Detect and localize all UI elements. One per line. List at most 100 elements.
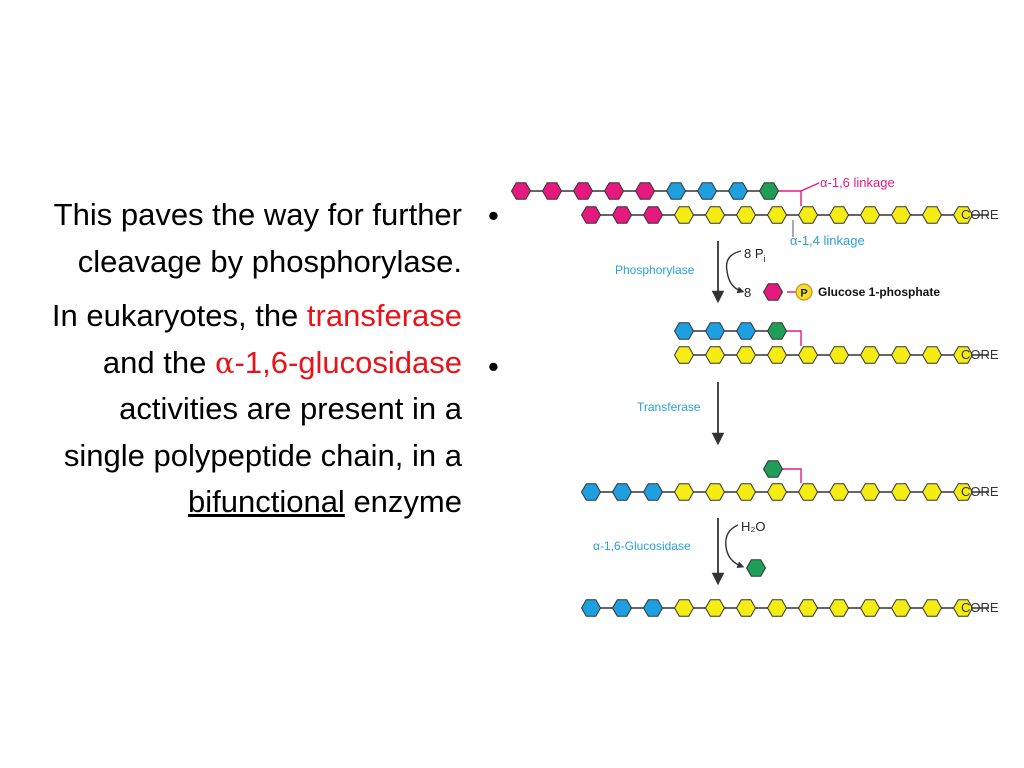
pi-in-label: 8 Pi	[744, 246, 766, 264]
p-symbol: P	[800, 288, 807, 300]
stage4-main-residue-blue	[580, 599, 602, 617]
h2o-label: H₂O	[741, 519, 766, 534]
glycogen-debranching-diagram: α-1,6 linkage α-1,4 linkage Phosphorylas…	[510, 175, 999, 617]
stage2-branch-residue-blue	[673, 322, 695, 340]
stage1-main-residue-yellow	[859, 206, 881, 224]
glucose-1-phosphate-label: Glucose 1-phosphate	[818, 285, 940, 299]
stage2-main-residue-yellow	[704, 346, 726, 364]
stage1-main-residue-magenta	[611, 206, 633, 224]
stage4-main-residue-yellow	[766, 599, 788, 617]
stage1-branch-residue-magenta	[510, 182, 532, 200]
stage3-main-residue-yellow	[952, 483, 974, 501]
branch-linkage-3	[777, 468, 802, 483]
stage4-main-residue-yellow	[890, 599, 912, 617]
stage3-main-residue-yellow	[704, 483, 726, 501]
stage4-main-residue-blue	[611, 599, 633, 617]
stage1-main-residue-yellow	[890, 206, 912, 224]
stage3-main-residue-blue	[611, 483, 633, 501]
stage4-main-residue-yellow	[704, 599, 726, 617]
stage1-main-residue-yellow	[952, 206, 974, 224]
pi-out-label: 8	[744, 285, 751, 300]
stage4-main-residue-yellow	[673, 599, 695, 617]
stage4-main-residue-yellow	[797, 599, 819, 617]
glc1p-residue-magenta	[762, 283, 784, 301]
bifunctional-term: bifunctional	[187, 484, 345, 519]
stage1-branch-residue-magenta	[634, 182, 656, 200]
stage4-main-residue-yellow	[735, 599, 757, 617]
stage2-main-residue-yellow	[673, 346, 695, 364]
stage3-main-residue-yellow	[673, 483, 695, 501]
glucosidase-term: -1,6-glucosidase	[234, 344, 462, 380]
stage2-branch-residue-blue	[735, 322, 757, 340]
stage3-main-residue-yellow	[890, 483, 912, 501]
stage3-main-residue-yellow	[735, 483, 757, 501]
stage3-branch-residue-green	[762, 460, 784, 478]
transferase-term: transferase	[306, 298, 462, 333]
a16-leader	[800, 182, 820, 192]
stage3-main-residue-blue	[580, 483, 602, 501]
stage2-branch-residue-green	[766, 322, 788, 340]
phosphorylase-label: Phosphorylase	[615, 263, 695, 277]
stage1-main-residue-yellow	[921, 206, 943, 224]
main-text: This paves the way for further cleavage …	[40, 192, 462, 526]
stage2-branch-residue-blue	[704, 322, 726, 340]
transferase-label: Transferase	[637, 400, 701, 414]
a14-linkage-label: α-1,4 linkage	[790, 233, 865, 248]
core-label-2: CORE	[961, 347, 999, 362]
stage2-main-residue-yellow	[921, 346, 943, 364]
a16-linkage-label: α-1,6 linkage	[820, 175, 895, 190]
stage3-main-residue-yellow	[766, 483, 788, 501]
stage2-main-residue-yellow	[952, 346, 974, 364]
pi-curve	[725, 250, 745, 294]
stage2-main-residue-yellow	[859, 346, 881, 364]
stage1-main-residue-yellow	[735, 206, 757, 224]
stage1-branch-residue-magenta	[541, 182, 563, 200]
free-glucose-residue-green	[745, 559, 767, 577]
stage1-branch-residue-green	[758, 182, 780, 200]
stage2-main-residue-yellow	[797, 346, 819, 364]
stage1-branch-residue-blue	[665, 182, 687, 200]
stage3-main-residue-yellow	[828, 483, 850, 501]
stage2-main-residue-yellow	[828, 346, 850, 364]
stage1-main-residue-yellow	[673, 206, 695, 224]
core-label-4: CORE	[961, 600, 999, 615]
para2-after: activities are present in a single polyp…	[63, 391, 462, 473]
bullet-2: •	[488, 349, 499, 384]
stage1-branch-residue-magenta	[572, 182, 594, 200]
stage2-main-residue-yellow	[735, 346, 757, 364]
stage4-main-residue-yellow	[921, 599, 943, 617]
stage3-main-residue-yellow	[797, 483, 819, 501]
glucosidase-label: α-1,6-Glucosidase	[593, 539, 691, 553]
stage1-main-residue-magenta	[642, 206, 664, 224]
para2-mid: and the	[102, 344, 215, 380]
stage4-main-residue-yellow	[859, 599, 881, 617]
stage1-main-residue-magenta	[580, 206, 602, 224]
stage3-main-residue-blue	[642, 483, 664, 501]
stage2-main-residue-yellow	[766, 346, 788, 364]
stage4-main-residue-yellow	[828, 599, 850, 617]
paragraph-phosphorylase: This paves the way for further cleavage …	[40, 192, 462, 285]
stage1-main-residue-yellow	[704, 206, 726, 224]
p-circle	[795, 283, 813, 301]
core-label-1: CORE	[961, 207, 999, 222]
stage4-main-residue-blue	[642, 599, 664, 617]
para2-end: enzyme	[344, 484, 462, 519]
stage1-main-residue-yellow	[797, 206, 819, 224]
stage1-branch-residue-blue	[696, 182, 718, 200]
stage4-main-residue-yellow	[952, 599, 974, 617]
stage1-branch-residue-blue	[727, 182, 749, 200]
stage3-main-residue-yellow	[921, 483, 943, 501]
glycogen-chains	[510, 182, 989, 617]
core-label-3: CORE	[961, 484, 999, 499]
stage1-main-residue-yellow	[828, 206, 850, 224]
stage1-main-residue-yellow	[766, 206, 788, 224]
stage3-main-residue-yellow	[859, 483, 881, 501]
stage1-branch-residue-magenta	[603, 182, 625, 200]
h2o-curve	[725, 524, 745, 569]
alpha-symbol: α	[214, 345, 235, 380]
paragraph-bifunctional: In eukaryotes, the transferase and the α…	[40, 293, 462, 526]
para2-before: In eukaryotes, the	[51, 298, 307, 333]
stage2-main-residue-yellow	[890, 346, 912, 364]
bullet-1: •	[488, 198, 499, 233]
para1-text: This paves the way for further cleavage …	[53, 197, 462, 279]
